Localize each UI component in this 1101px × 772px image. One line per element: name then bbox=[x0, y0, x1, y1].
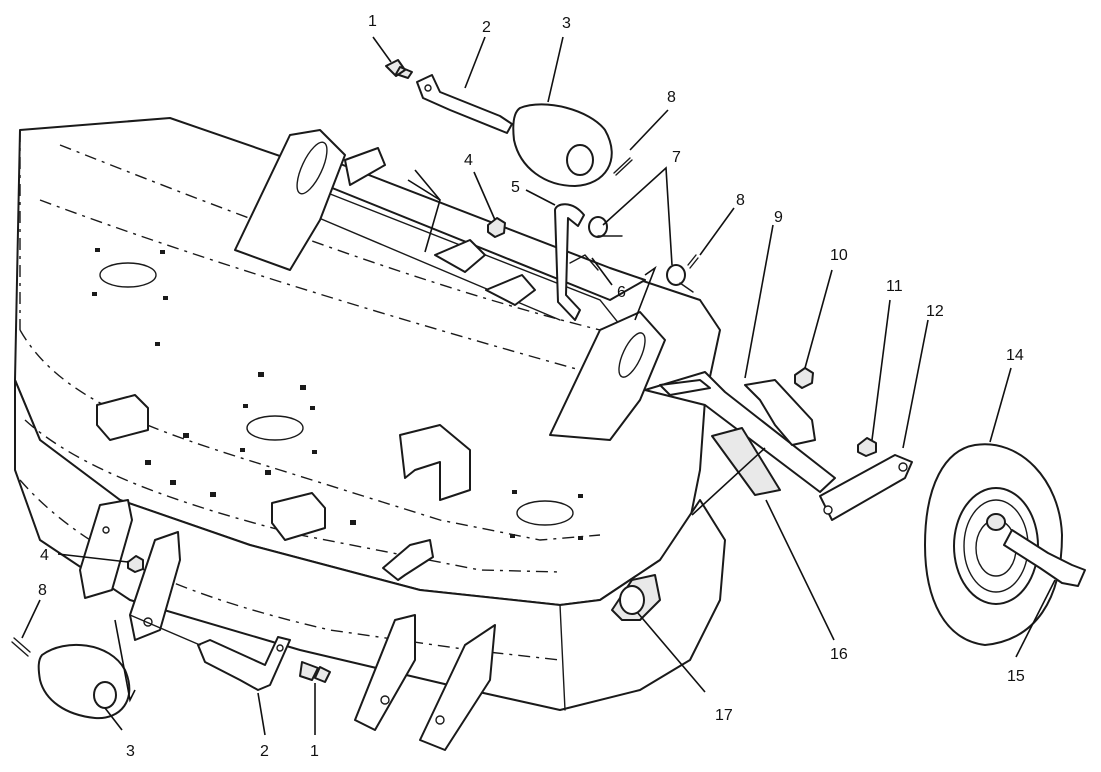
washer-7-lower bbox=[666, 264, 686, 286]
callout-8-upper: 8 bbox=[667, 89, 676, 106]
lock-nut-4-left bbox=[127, 555, 144, 573]
callout-6: 6 bbox=[617, 284, 626, 301]
gauge-wheel bbox=[924, 443, 1086, 646]
roller-hardware-lower bbox=[11, 614, 331, 720]
axle-2-lower bbox=[197, 636, 291, 691]
callout-1-lower: 1 bbox=[310, 743, 319, 760]
callout-8-mid: 8 bbox=[736, 192, 745, 209]
lock-nut-10 bbox=[794, 367, 814, 389]
callout-3-upper: 3 bbox=[562, 15, 571, 32]
leader-lines bbox=[21, 36, 1056, 736]
adjustment-knob bbox=[611, 574, 661, 621]
callout-3-lower: 3 bbox=[126, 743, 135, 760]
callout-12: 12 bbox=[926, 303, 944, 320]
callout-11: 11 bbox=[886, 278, 903, 295]
axle-2-upper bbox=[416, 74, 513, 134]
callout-15: 15 bbox=[1007, 668, 1025, 685]
callout-17: 17 bbox=[715, 707, 733, 724]
cotter-pin-8-lower bbox=[11, 637, 31, 657]
lock-nut-4-top bbox=[487, 217, 506, 238]
roller-hardware-upper bbox=[385, 59, 699, 321]
bolt-1-upper bbox=[385, 59, 413, 79]
wheel-arm-assembly bbox=[127, 217, 913, 573]
callout-16: 16 bbox=[830, 646, 848, 663]
roller-3-lower bbox=[37, 643, 131, 720]
bolt-1-lower bbox=[299, 661, 331, 683]
lock-nut-11 bbox=[857, 437, 877, 457]
callout-1-upper: 1 bbox=[368, 13, 377, 30]
pin-5 bbox=[554, 203, 585, 321]
cotter-pin-8-upper bbox=[613, 157, 633, 176]
clip-6 bbox=[569, 254, 599, 271]
callout-14: 14 bbox=[1006, 347, 1024, 364]
washer-7-upper bbox=[588, 216, 608, 238]
callout-8-lower: 8 bbox=[38, 582, 47, 599]
cotter-pin-8-mid bbox=[687, 254, 699, 269]
callout-4-lower: 4 bbox=[40, 547, 49, 564]
roller-3-upper bbox=[512, 103, 613, 187]
callout-10: 10 bbox=[830, 247, 848, 264]
callout-4-upper: 4 bbox=[464, 152, 473, 169]
callout-9: 9 bbox=[774, 209, 783, 226]
callout-2-lower: 2 bbox=[260, 743, 269, 760]
shoulder-bolt bbox=[1003, 529, 1086, 587]
callout-2-upper: 2 bbox=[482, 19, 491, 36]
callout-5: 5 bbox=[511, 179, 520, 196]
callout-labels: 1 2 3 4 5 6 7 8 8 9 10 11 12 14 15 16 17… bbox=[38, 13, 1025, 760]
callout-7: 7 bbox=[672, 149, 681, 166]
